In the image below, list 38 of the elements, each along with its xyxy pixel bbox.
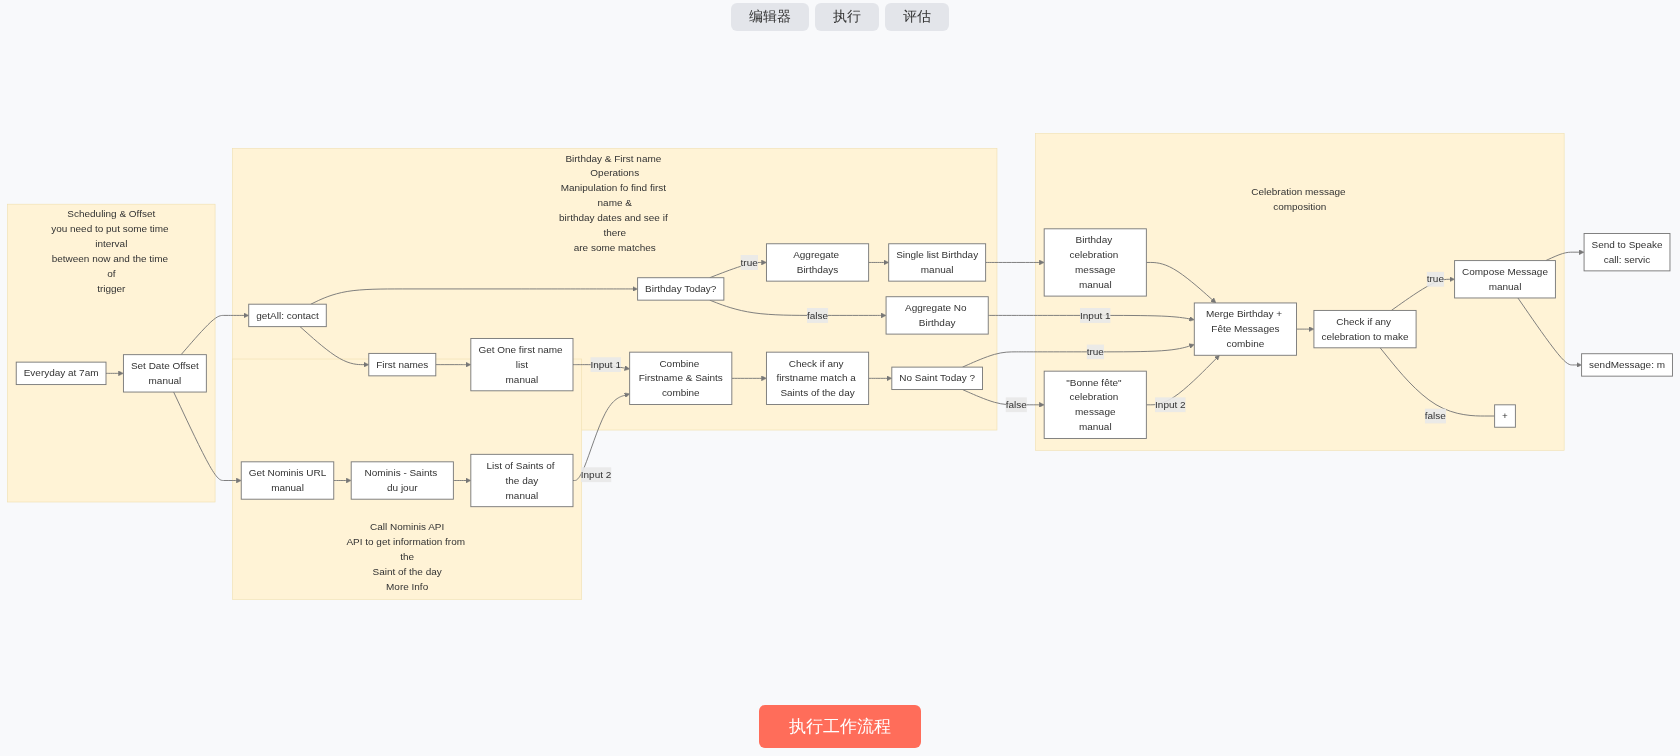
node-box: Check if any firstname match a Saints of the day [766, 351, 870, 405]
node-box: Aggregate No Birthday [885, 295, 989, 335]
run-workflow-button: 执行工作流程 [759, 705, 921, 748]
node-box: First names [368, 352, 437, 376]
node-box: sendMessage: m [1581, 352, 1673, 377]
node-box: + [1494, 403, 1516, 428]
tab: 执行 [815, 3, 879, 31]
edge-label: false [807, 309, 829, 320]
node-box: Single list Birthday manual [888, 242, 987, 282]
edge-label: Input 1 [590, 358, 621, 370]
node-box: Set Date Offset manual [123, 353, 207, 392]
node-box: Combine Firstname & Saints combine [629, 351, 733, 405]
edge-label: Input 2 [580, 468, 612, 480]
node-box: getAll: contact [248, 303, 327, 327]
tab: 评估 [885, 3, 949, 31]
edge-label: true [740, 256, 758, 267]
edge-label: false [1424, 409, 1446, 421]
edge-label: true [1426, 273, 1444, 284]
edge-label: false [1005, 398, 1027, 410]
node-box: Everyday at 7am [15, 361, 107, 385]
node-box: Birthday Today? [637, 276, 725, 301]
node-box: Compose Message manual [1454, 259, 1556, 298]
node-box: Birthday celebration message manual [1043, 227, 1147, 297]
tab: 编辑器 [731, 3, 809, 31]
node-box: Nominis - Saints du jour [350, 460, 454, 500]
node-box: Get Nominis URL manual [240, 460, 335, 500]
connector [1379, 346, 1496, 416]
edge-label: true [1086, 345, 1104, 357]
node-box: "Bonne fête" celebration message manual [1043, 370, 1147, 439]
node-box: No Saint Today ? [891, 366, 983, 390]
node-box: Check if any celebration to make [1313, 309, 1417, 348]
node-box: Send to Speake call: servic [1583, 232, 1671, 271]
edge-label: Input 2 [1155, 398, 1186, 410]
node-box: Merge Birthday + Fête Messages combine [1193, 302, 1297, 356]
edge-label: Input 1 [1080, 309, 1111, 320]
node-box: List of Saints of the day manual [470, 453, 574, 507]
node-box: Get One first name list manual [470, 337, 574, 391]
node-box: Aggregate Birthdays [766, 242, 870, 282]
